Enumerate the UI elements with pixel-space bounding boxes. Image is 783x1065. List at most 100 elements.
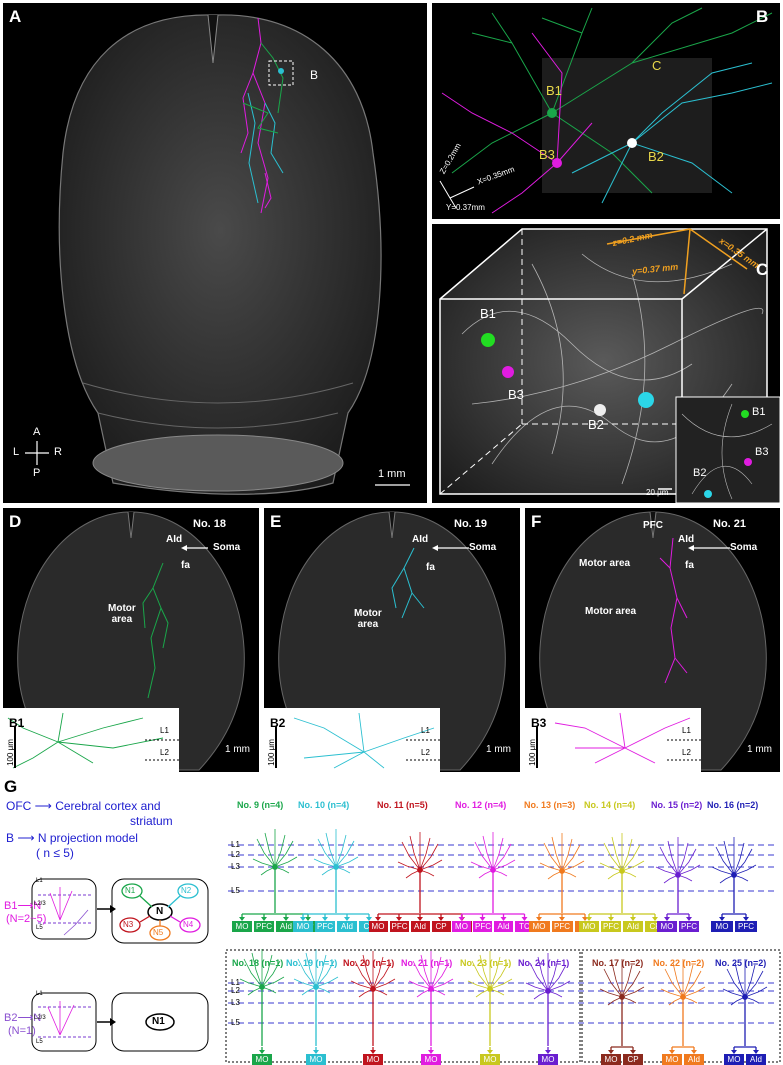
target-region-box: PFC bbox=[389, 921, 409, 932]
neuron-title: No. 22 (n=2) bbox=[653, 958, 705, 968]
brain-outline-e bbox=[278, 511, 506, 771]
label-ald-f: AId bbox=[678, 534, 695, 545]
target-region-box: PFC bbox=[735, 921, 757, 932]
target-region-box: MO bbox=[601, 1054, 621, 1065]
label-soma-e: Soma bbox=[469, 542, 497, 553]
inset-scale-v-e: 100 μm bbox=[266, 739, 276, 766]
neuron-title: No. 10 (n=4) bbox=[298, 800, 350, 810]
panel-b: B B1 B2 B3 C Z=0.2mm X=0.35mm Y=0.37mm bbox=[432, 3, 780, 219]
inset-l2-d: L2 bbox=[160, 748, 169, 757]
neuron-morphology bbox=[660, 959, 706, 1046]
label-pfc-f: PFC bbox=[643, 520, 663, 531]
inset-l1-d: L1 bbox=[160, 726, 169, 735]
label-motor2-f: Motor area bbox=[585, 606, 637, 617]
target-region-box: AId bbox=[410, 921, 430, 932]
target-region-box: MO bbox=[480, 1054, 500, 1065]
arrow-head bbox=[458, 917, 465, 921]
mini-layer-l5: L5 bbox=[36, 925, 43, 931]
target-region-box: PFC bbox=[679, 921, 699, 932]
neuron-morphology bbox=[722, 959, 768, 1046]
panel-g: G OFC ⟶ Cerebral cortex and striatum B ⟶… bbox=[0, 775, 783, 1065]
panel-d: D No. 18 AId Soma fa Motor area B1 L1 L2… bbox=[3, 508, 259, 772]
compass-r: R bbox=[54, 446, 62, 458]
arrow-head bbox=[313, 1050, 319, 1054]
neuron-title: No. 24 (n=1) bbox=[518, 958, 570, 968]
arrow-head bbox=[487, 1050, 493, 1054]
target-region-box: MO bbox=[538, 1054, 558, 1065]
target-region-box: CP bbox=[431, 921, 451, 932]
arrow-head bbox=[536, 917, 542, 921]
panel-a: A B A P L R 1 mm bbox=[3, 3, 427, 503]
neuron-title: No. 11 (n=5) bbox=[377, 800, 428, 810]
arrow-head bbox=[259, 1050, 265, 1054]
layer-label: L1 bbox=[231, 840, 240, 849]
neuron-morphology bbox=[525, 953, 571, 1046]
arrow-head bbox=[370, 1050, 376, 1054]
layer-label: L1 bbox=[231, 978, 240, 987]
brain-outline-d bbox=[17, 511, 245, 771]
arrow-head bbox=[283, 917, 289, 921]
panel-label-g: G bbox=[4, 777, 18, 796]
inset-b1: B1 bbox=[752, 406, 766, 418]
label-motor1-f: Motor area bbox=[579, 558, 631, 569]
inset-b2: B2 bbox=[693, 467, 707, 479]
neuron-morphology bbox=[293, 949, 339, 1046]
panel-label-d: D bbox=[9, 512, 22, 531]
label-motor-e: Motor area bbox=[354, 608, 382, 630]
target-region-box: PFC bbox=[551, 921, 573, 932]
node-n2: N2 bbox=[181, 886, 192, 895]
node-n4: N4 bbox=[183, 920, 194, 929]
scale-bar-c: 20 μm bbox=[646, 488, 669, 497]
target-region-box: MO bbox=[421, 1054, 441, 1065]
panel-e: E No. 19 AId Soma fa Motor area B2 L1 L2… bbox=[264, 508, 520, 772]
b2-label: B2⟶N bbox=[4, 1012, 42, 1024]
inset-l2-f: L2 bbox=[682, 748, 691, 757]
axis-y: Y=0.37mm bbox=[446, 203, 485, 212]
arrow-head bbox=[691, 1050, 697, 1054]
label-c: C bbox=[652, 58, 662, 73]
target-region-box: CP bbox=[645, 921, 665, 932]
neuron-number-d: No. 18 bbox=[193, 518, 227, 530]
neuron-morphology bbox=[313, 829, 359, 913]
arrow-head bbox=[239, 917, 245, 921]
label-fa-d: fa bbox=[181, 560, 190, 571]
confocal-image-c bbox=[439, 228, 780, 503]
arrow-head bbox=[344, 917, 350, 921]
neuron-title: No. 19 (n=1) bbox=[286, 958, 338, 968]
node-single-n1: N1 bbox=[152, 1016, 165, 1027]
panel-label-f: F bbox=[531, 512, 542, 531]
target-region-box: MO bbox=[452, 921, 471, 932]
scale-bar-f: 1 mm bbox=[747, 744, 772, 755]
target-region-box: AId bbox=[494, 921, 513, 932]
arrow-head bbox=[719, 917, 725, 921]
panel-c: C B1 B3 B2 z=0.2 mm y=0.37 mm x=0.35 mm … bbox=[432, 224, 780, 503]
target-region-box: MO bbox=[579, 921, 599, 932]
inset-l2-e: L2 bbox=[421, 748, 430, 757]
g-title-line1: OFC ⟶ Cerebral cortex and bbox=[6, 799, 161, 813]
neuron-number-f: No. 21 bbox=[713, 518, 747, 530]
arrow-head bbox=[652, 917, 658, 921]
neuron-morphology bbox=[397, 832, 443, 913]
neuron-title: No. 21 (n=1) bbox=[401, 958, 453, 968]
arrow-head bbox=[261, 917, 267, 921]
b1-sublabel: (N=2~5) bbox=[6, 913, 47, 925]
target-region-box: MO bbox=[306, 1054, 326, 1065]
compass-l: L bbox=[13, 446, 20, 458]
label-ald-e: AId bbox=[412, 534, 429, 545]
neuron-morphology bbox=[599, 959, 645, 1046]
target-region-box: MO bbox=[528, 921, 550, 932]
group-separator-single bbox=[225, 949, 581, 1063]
label-soma-d: Soma bbox=[213, 542, 241, 553]
label-b2: B2 bbox=[648, 149, 664, 164]
arrow-head bbox=[366, 917, 372, 921]
arrow-head bbox=[322, 917, 328, 921]
target-region-box: MO bbox=[232, 921, 252, 932]
arrow-head bbox=[428, 1050, 434, 1054]
target-region-box: PFC bbox=[473, 921, 492, 932]
arrow-head bbox=[753, 1050, 759, 1054]
node-n3: N3 bbox=[123, 920, 134, 929]
inset-scale-v-f: 100 μm bbox=[527, 739, 537, 766]
target-region-box: PFC bbox=[601, 921, 621, 932]
callout-b-label: B bbox=[310, 68, 319, 82]
inset-b1-neuron bbox=[3, 708, 179, 772]
